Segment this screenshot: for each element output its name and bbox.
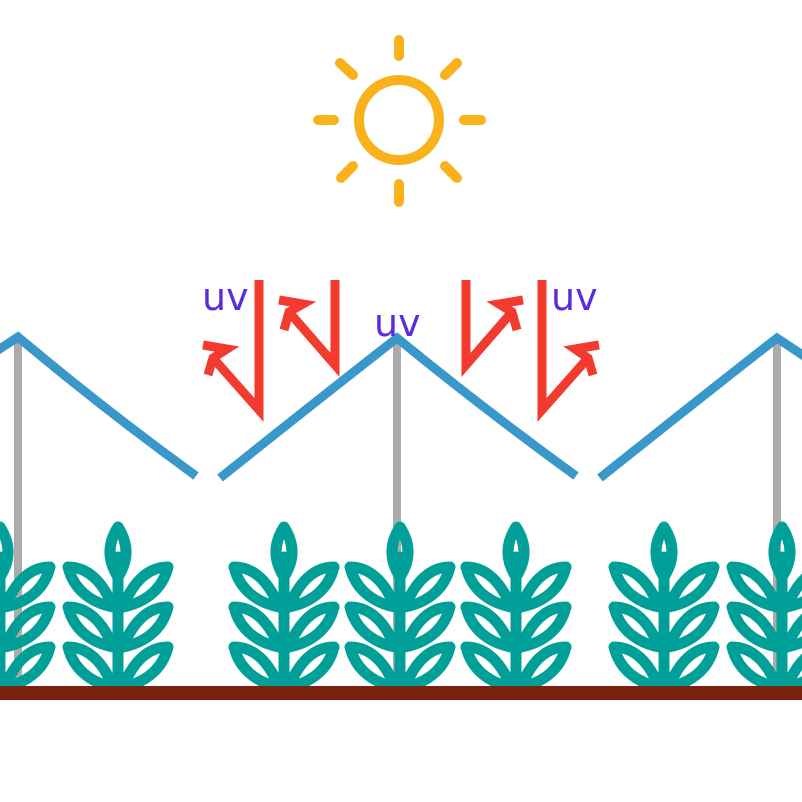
sun-icon xyxy=(313,35,486,207)
wheat-plant-icon xyxy=(234,527,334,687)
greenhouse-film xyxy=(0,331,802,482)
wheat-plant-icon xyxy=(614,527,714,687)
film-segment xyxy=(0,331,199,480)
uv-ray-arrow-head xyxy=(486,295,524,332)
uv-ray-arrow xyxy=(461,280,516,378)
wheat-plant-icon xyxy=(466,527,566,687)
uv-label-right: uv xyxy=(551,275,598,319)
wheat-plant-icon xyxy=(68,527,168,687)
uv-ray-arrow-head xyxy=(563,340,600,377)
film-segment xyxy=(597,332,802,482)
wheat-plant-icon xyxy=(0,527,50,687)
wheat-plant-icon xyxy=(732,527,802,687)
uv-label-center: uv xyxy=(374,301,421,345)
uv-ray-arrow xyxy=(285,280,340,378)
uv-rays xyxy=(202,280,600,422)
uv-ray-arrow xyxy=(209,280,264,422)
uv-ray-arrow-head xyxy=(278,295,317,332)
uv-ray-arrow xyxy=(537,280,592,422)
uv-ray-arrow-head xyxy=(202,340,240,377)
ground xyxy=(0,686,802,700)
film-segment xyxy=(217,332,579,482)
uv-label-left: uv xyxy=(202,275,249,319)
